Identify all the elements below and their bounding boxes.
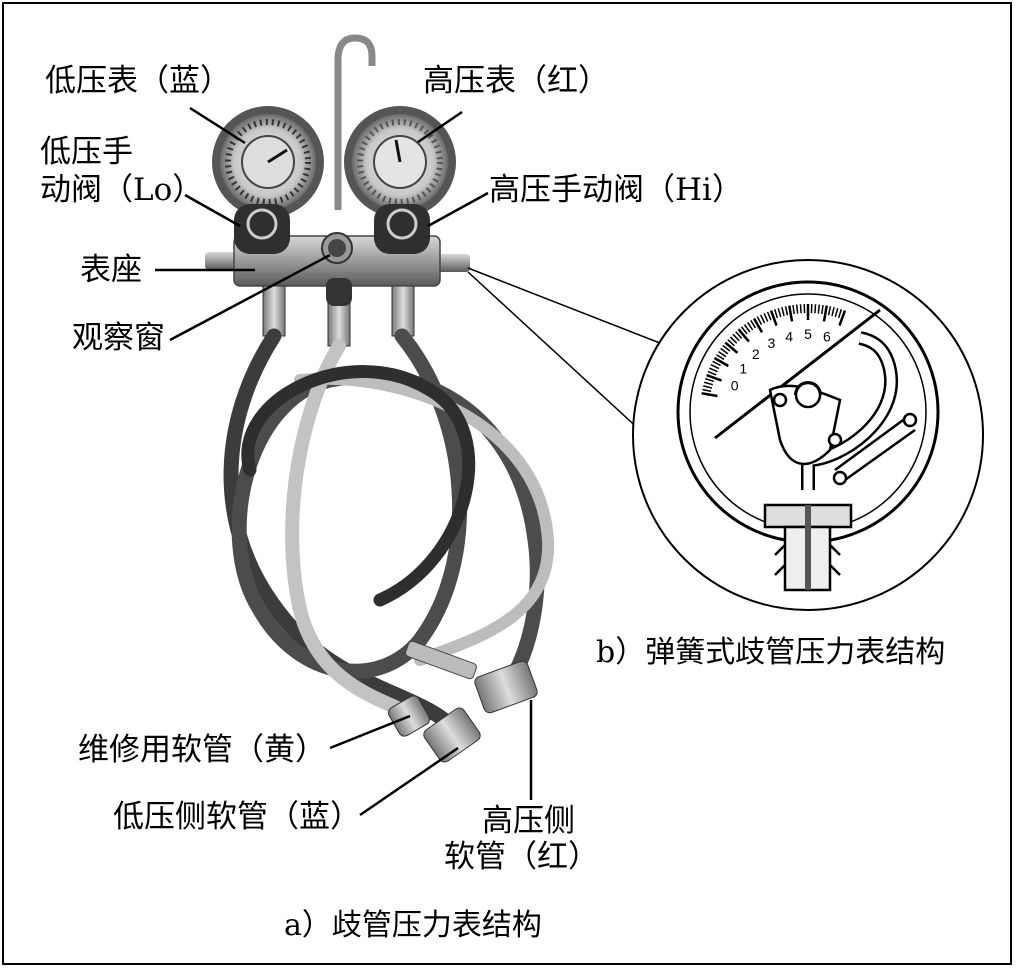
low-valve-knob <box>234 204 290 254</box>
dial-tick <box>710 363 720 370</box>
dial-tick <box>831 307 835 317</box>
leader-lines <box>155 106 533 817</box>
dial-tick <box>737 328 750 343</box>
dial-scale-label: 4 <box>785 328 793 344</box>
dial-scale <box>701 304 847 398</box>
dial-tick <box>724 341 739 354</box>
dial-tick <box>837 309 843 319</box>
dial-scale-label: 2 <box>752 346 760 362</box>
dial-tick <box>766 311 772 321</box>
dial-tick <box>759 314 766 324</box>
dial-tick <box>781 307 785 317</box>
dial-tick <box>834 307 839 318</box>
high-valve-knob <box>374 204 430 254</box>
dial-tick <box>788 305 794 322</box>
dial-tick <box>703 385 713 389</box>
dial-tick <box>735 331 743 339</box>
dial-tick <box>720 347 729 355</box>
hanging-hook <box>334 34 376 210</box>
dial-tick <box>701 392 718 398</box>
dial-tick <box>784 306 789 316</box>
dial-tick <box>713 356 729 368</box>
hoses <box>223 328 555 738</box>
dial-scale-label: 0 <box>731 377 739 393</box>
low-pressure-gauge <box>212 106 324 218</box>
dial-scale-label: 5 <box>804 326 812 342</box>
dial-tick <box>769 310 778 326</box>
label-gauge-seat: 表座 <box>80 252 142 288</box>
dial-tick <box>703 381 714 386</box>
dial-tick <box>706 373 722 382</box>
caption-a: a）歧管压力表结构 <box>284 908 542 943</box>
hose-couplers <box>387 640 538 763</box>
dial-tick <box>773 309 779 319</box>
label-high-side-hose-line2: 软管（红） <box>444 839 599 875</box>
label-sight-glass: 观察窗 <box>72 320 165 356</box>
dial-tick <box>722 344 731 352</box>
dial-scale-label: 6 <box>823 328 831 344</box>
bourdon-tube-mechanism <box>714 308 918 490</box>
dial-tick <box>821 304 824 315</box>
hose-fittings <box>262 278 415 347</box>
dial-tick <box>707 370 717 376</box>
dial-tick <box>799 304 802 314</box>
dial-tick <box>777 307 782 318</box>
callout-connector <box>467 267 666 433</box>
dial-tick <box>740 326 748 335</box>
dial-tick <box>795 304 799 314</box>
dial-tick <box>716 354 725 361</box>
dial-tick <box>752 317 764 333</box>
dial-tick <box>750 320 757 329</box>
label-low-valve-line1: 低压手 <box>40 134 133 170</box>
dial-tick <box>763 313 769 322</box>
dial-tick <box>822 305 828 322</box>
dial-tick <box>702 388 712 393</box>
dial-tick <box>718 350 727 358</box>
dial-tick <box>817 304 821 314</box>
dial-tick <box>712 360 721 367</box>
dial-tick <box>705 377 715 383</box>
label-high-pressure-gauge: 高压表（红） <box>423 63 609 99</box>
dial-scale-label: 1 <box>739 360 747 376</box>
dial-scale-label: 3 <box>767 335 775 351</box>
dial-tick <box>838 310 847 326</box>
label-low-valve-line2: 动阀（Lo） <box>40 172 204 208</box>
high-pressure-gauge <box>344 106 456 218</box>
label-low-side-hose: 低压侧软管（蓝） <box>113 799 361 835</box>
dial-tick <box>743 324 751 333</box>
label-high-side-hose-line1: 高压侧 <box>482 803 575 839</box>
dial-tick <box>814 304 817 314</box>
dial-tick <box>827 306 832 316</box>
dial-tick <box>709 367 718 373</box>
dial-tick <box>756 316 763 325</box>
label-low-pressure-gauge: 低压表（蓝） <box>45 63 231 99</box>
dial-tick <box>729 336 738 344</box>
dial-tick <box>746 322 754 331</box>
gauge-socket <box>763 503 853 592</box>
dial-tick <box>792 304 795 315</box>
label-high-valve: 高压手动阀（Hi） <box>489 172 743 208</box>
caption-b: b）弹簧式歧管压力表结构 <box>596 635 946 670</box>
label-service-hose: 维修用软管（黄） <box>78 732 326 768</box>
dial-tick <box>732 333 740 342</box>
dial-tick <box>727 339 735 347</box>
